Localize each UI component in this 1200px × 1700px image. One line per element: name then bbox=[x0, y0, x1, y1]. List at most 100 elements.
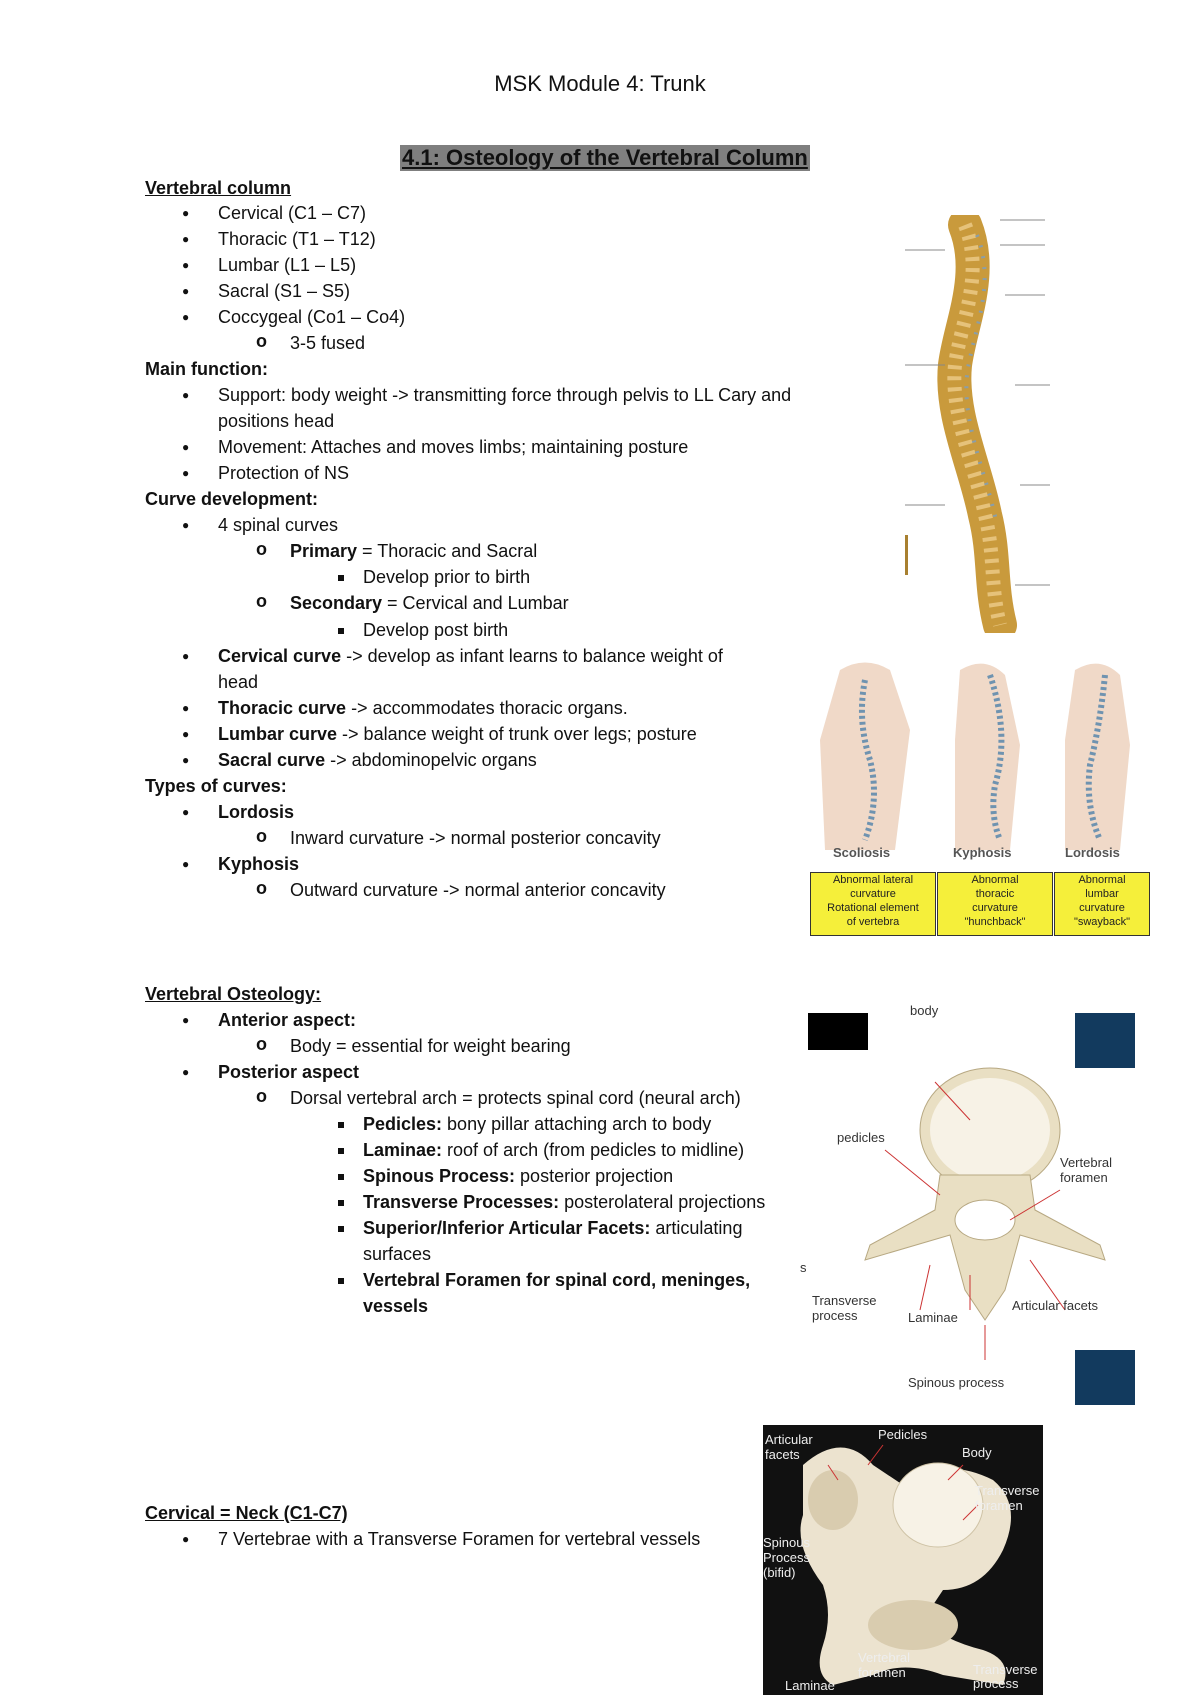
label-cv-pedicles: Pedicles bbox=[878, 1427, 928, 1442]
bullet-icon: ● bbox=[182, 258, 190, 272]
curve-development-heading: Curve development: bbox=[145, 489, 319, 509]
bullet-icon: ● bbox=[182, 1532, 190, 1546]
sub-sub-list-item: Vertebral Foramen for spinal cord, menin… bbox=[363, 1270, 751, 1290]
square-bullet-icon bbox=[338, 1226, 344, 1232]
side-mark: s bbox=[800, 1260, 807, 1275]
scoliosis-header: Scoliosis bbox=[833, 845, 891, 860]
square-bullet-icon bbox=[338, 1200, 344, 1206]
list-item: Coccygeal (Co1 – Co4) bbox=[218, 307, 406, 327]
list-item: Thoracic curve -> accommodates thoracic … bbox=[218, 698, 628, 718]
vertebral-column-heading: Vertebral column bbox=[145, 178, 292, 198]
label-articular-facets: Articular facets bbox=[1012, 1298, 1098, 1313]
label-cv-transverse-foramen: Transverse foramen bbox=[975, 1483, 1040, 1513]
sub-list-item: Body = essential for weight bearing bbox=[290, 1036, 571, 1056]
sub-bullet-icon: o bbox=[256, 539, 267, 559]
types-of-curves-heading: Types of curves: bbox=[145, 776, 287, 796]
list-item-continuation: head bbox=[218, 672, 259, 692]
sub-sub-list-item: Superior/Inferior Articular Facets: arti… bbox=[363, 1218, 743, 1238]
list-item: Sacral curve -> abdominopelvic organs bbox=[218, 750, 537, 770]
label-spinous-process: Spinous process bbox=[908, 1375, 1005, 1390]
sub-sub-list-item: Develop prior to birth bbox=[363, 567, 531, 587]
sub-list-item: Dorsal vertebral arch = protects spinal … bbox=[290, 1088, 741, 1108]
square-bullet-icon bbox=[338, 628, 344, 634]
label-vertebral-foramen: Vertebral foramen bbox=[1060, 1155, 1113, 1185]
bullet-icon: ● bbox=[182, 206, 190, 220]
bullet-icon: ● bbox=[182, 466, 190, 480]
sub-bullet-icon: o bbox=[256, 1034, 267, 1054]
vertebral-osteology-heading: Vertebral Osteology: bbox=[145, 984, 322, 1004]
sub-sub-list-item: Pedicles: bony pillar attaching arch to … bbox=[363, 1114, 712, 1134]
list-item: Anterior aspect: bbox=[218, 1010, 357, 1030]
kyphosis-header: Kyphosis bbox=[953, 845, 1012, 860]
bullet-icon: ● bbox=[182, 727, 190, 741]
sub-list-item: 3-5 fused bbox=[290, 333, 366, 353]
list-item: Lumbar curve -> balance weight of trunk … bbox=[218, 724, 697, 744]
square-bullet-icon bbox=[338, 1278, 344, 1284]
cervical-heading: Cervical = Neck (C1-C7) bbox=[145, 1503, 348, 1523]
list-item: Sacral (S1 – S5) bbox=[218, 281, 351, 301]
bullet-icon: ● bbox=[182, 701, 190, 715]
sub-bullet-icon: o bbox=[256, 826, 267, 846]
sub-sub-list-item: Transverse Processes: posterolateral pro… bbox=[363, 1192, 766, 1212]
blue-square-bottom bbox=[1075, 1350, 1135, 1405]
bullet-icon: ● bbox=[182, 649, 190, 663]
kyphosis-box: Abnormal thoracic curvature "hunchback" bbox=[937, 872, 1053, 936]
list-item: Cervical curve -> develop as infant lear… bbox=[218, 646, 723, 666]
label-body: body bbox=[910, 1003, 939, 1018]
spine-lateral-figure bbox=[902, 208, 1070, 642]
sub-bullet-icon: o bbox=[256, 591, 267, 611]
label-pedicles: pedicles bbox=[837, 1130, 885, 1145]
list-item: Movement: Attaches and moves limbs; main… bbox=[218, 437, 689, 457]
list-item-continuation: positions head bbox=[218, 411, 335, 431]
blue-square-top bbox=[1075, 1013, 1135, 1068]
bullet-icon: ● bbox=[182, 284, 190, 298]
sub-bullet-icon: o bbox=[256, 331, 267, 351]
sub-bullet-icon: o bbox=[256, 1086, 267, 1106]
list-item: 4 spinal curves bbox=[218, 515, 339, 535]
list-item: Posterior aspect bbox=[218, 1062, 360, 1082]
bullet-icon: ● bbox=[182, 388, 190, 402]
sub-list-item: Primary = Thoracic and Sacral bbox=[290, 541, 538, 561]
cervical-vertebra-photo bbox=[763, 1425, 1043, 1695]
sub-list-item: Outward curvature -> normal anterior con… bbox=[290, 880, 666, 900]
sub-sub-list-item: Laminae: roof of arch (from pedicles to … bbox=[363, 1140, 745, 1160]
list-item: Protection of NS bbox=[218, 463, 350, 483]
lordosis-box: Abnormal lumbar curvature "swayback" bbox=[1054, 872, 1150, 936]
sub-list-item: Secondary = Cervical and Lumbar bbox=[290, 593, 569, 613]
section-title: 4.1: Osteology of the Vertebral Column bbox=[400, 145, 810, 171]
list-item: Kyphosis bbox=[218, 854, 300, 874]
list-item: Lordosis bbox=[218, 802, 295, 822]
label-cv-vertebral-foramen: Vertebral foramen bbox=[858, 1650, 911, 1680]
list-item: Support: body weight -> transmitting for… bbox=[218, 385, 792, 405]
square-bullet-icon bbox=[338, 575, 344, 581]
document-title: MSK Module 4: Trunk bbox=[494, 71, 706, 96]
label-cv-articular-facets: Articular facets bbox=[765, 1432, 813, 1462]
sub-sub-list-item: Spinous Process: posterior projection bbox=[363, 1166, 674, 1186]
sub-sub-list-item: Develop post birth bbox=[363, 620, 509, 640]
label-cv-laminae: Laminae bbox=[785, 1678, 835, 1693]
square-bullet-icon bbox=[338, 1174, 344, 1180]
list-item: Cervical (C1 – C7) bbox=[218, 203, 367, 223]
square-bullet-icon bbox=[338, 1122, 344, 1128]
label-cv-transverse-process: Transverse process bbox=[973, 1662, 1038, 1691]
square-bullet-icon bbox=[338, 1148, 344, 1154]
curvature-figure bbox=[810, 650, 1140, 865]
bullet-icon: ● bbox=[182, 1065, 190, 1079]
bullet-icon: ● bbox=[182, 440, 190, 454]
list-item: 7 Vertebrae with a Transverse Foramen fo… bbox=[218, 1529, 701, 1549]
list-item: Thoracic (T1 – T12) bbox=[218, 229, 376, 249]
bullet-icon: ● bbox=[182, 232, 190, 246]
scoliosis-box: Abnormal lateral curvature Rotational el… bbox=[810, 872, 936, 936]
bullet-icon: ● bbox=[182, 753, 190, 767]
bullet-icon: ● bbox=[182, 518, 190, 532]
label-transverse-process: Transverse process bbox=[812, 1293, 877, 1323]
main-function-heading: Main function: bbox=[145, 359, 268, 379]
bullet-icon: ● bbox=[182, 857, 190, 871]
label-cv-body: Body bbox=[962, 1445, 992, 1460]
sub-bullet-icon: o bbox=[256, 878, 267, 898]
sub-sub-list-item-continuation: surfaces bbox=[363, 1244, 432, 1264]
sub-sub-list-item-continuation: vessels bbox=[363, 1296, 429, 1316]
bullet-icon: ● bbox=[182, 1013, 190, 1027]
lordosis-header: Lordosis bbox=[1065, 845, 1120, 860]
list-item: Lumbar (L1 – L5) bbox=[218, 255, 357, 275]
